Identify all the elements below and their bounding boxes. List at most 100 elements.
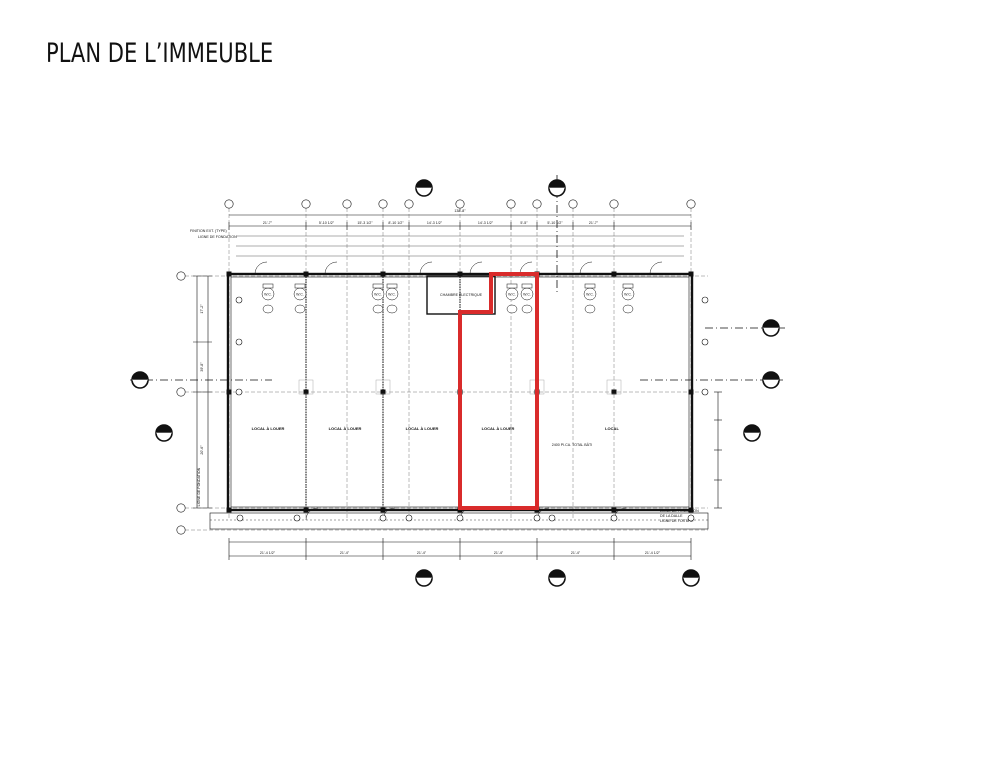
sink-fixture xyxy=(386,304,398,314)
grid-bubble-small xyxy=(293,514,301,522)
grid-bubble-small xyxy=(687,514,695,522)
toilet-label: W.C. xyxy=(388,293,396,297)
toilet-tank xyxy=(506,283,518,289)
bottom-dimension-label: 21'-4 1/2" xyxy=(645,551,661,555)
door-swing xyxy=(469,261,483,275)
bottom-dimension-label: 21'-4" xyxy=(494,551,504,555)
grid-bubble-small xyxy=(379,514,387,522)
grid-bubble-small xyxy=(701,388,709,396)
sink-fixture xyxy=(506,304,518,314)
toilet-label: W.C. xyxy=(374,293,382,297)
grid-bubble-left xyxy=(176,387,186,397)
door-swing xyxy=(649,261,663,275)
column xyxy=(611,507,617,513)
grid-bubble-small xyxy=(533,514,541,522)
grid-bubble-top xyxy=(568,199,578,209)
top-dimension-label: 5'-5" xyxy=(520,221,528,225)
door-swing xyxy=(254,261,268,275)
grid-bubble-left xyxy=(176,525,186,535)
area-note: 2400 PI.CA. TOTAL BÂTI xyxy=(552,443,592,447)
toilet-label: W.C. xyxy=(624,293,632,297)
grid-bubble-small xyxy=(610,514,618,522)
section-marker-fill xyxy=(416,570,432,578)
door-swing xyxy=(324,261,338,275)
sink-fixture xyxy=(521,304,533,314)
column xyxy=(688,271,694,277)
top-dimension-label: 5'-10 1/2" xyxy=(319,221,335,225)
column xyxy=(457,271,463,277)
grid-bubble-top xyxy=(301,199,311,209)
section-marker-fill xyxy=(132,372,148,380)
top-dimension-label: 14'-3 1/2" xyxy=(427,221,443,225)
bottom-right-note: LIGNE DE TOITURE xyxy=(660,519,694,523)
left-note-vertical: LIGNE DE FONDATION xyxy=(197,467,201,506)
toilet-tank xyxy=(521,283,533,289)
toilet-label: W.C. xyxy=(264,293,272,297)
section-marker-fill xyxy=(763,320,779,328)
column xyxy=(226,389,232,395)
column xyxy=(303,271,309,277)
toilet-label: W.C. xyxy=(296,293,304,297)
overall-dimension: 138'-8" xyxy=(454,209,466,213)
column xyxy=(226,507,232,513)
section-marker-fill xyxy=(744,425,760,433)
unit-label: LOCAL xyxy=(605,426,619,431)
sidewalk-band xyxy=(209,512,709,530)
grid-bubble-small xyxy=(235,388,243,396)
left-note: FINITION EXT. (TYPE) xyxy=(190,229,227,233)
toilet-label: W.C. xyxy=(523,293,531,297)
grid-bubble-top xyxy=(506,199,516,209)
top-dimension-label: 21'-7" xyxy=(589,221,599,225)
sink-fixture xyxy=(584,304,596,314)
toilet-label: W.C. xyxy=(508,293,516,297)
page-title: PLAN DE L’IMMEUBLE xyxy=(46,38,274,69)
top-dimension-label: 21'-7" xyxy=(263,221,273,225)
left-dimension-label: 17'-2" xyxy=(200,304,204,314)
column xyxy=(688,389,694,395)
bottom-dimension-label: 21'-4" xyxy=(571,551,581,555)
bottom-right-note: LIGNE DE FONDATION xyxy=(660,509,699,513)
sink-fixture xyxy=(622,304,634,314)
section-marker-fill xyxy=(156,425,172,433)
grid-bubble-top xyxy=(404,199,414,209)
grid-bubble-top xyxy=(342,199,352,209)
grid-bubble-small xyxy=(701,338,709,346)
toilet-tank xyxy=(584,283,596,289)
column xyxy=(303,389,309,395)
toilet-tank xyxy=(262,283,274,289)
unit-label: LOCAL À LOUER xyxy=(329,426,362,431)
sink-fixture xyxy=(372,304,384,314)
grid-bubble-small xyxy=(456,514,464,522)
toilet-tank xyxy=(294,283,306,289)
section-marker-fill xyxy=(549,570,565,578)
toilet-label: W.C. xyxy=(586,293,594,297)
bottom-dimension-label: 21'-4" xyxy=(417,551,427,555)
left-dimension-label: 39'-8" xyxy=(200,362,204,372)
grid-bubble-small xyxy=(701,296,709,304)
bottom-right-note: DE LA DALLE xyxy=(660,514,683,518)
left-note: LIGNE DE FONDATION xyxy=(198,235,237,239)
column xyxy=(688,507,694,513)
unit-label: LOCAL À LOUER xyxy=(482,426,515,431)
grid-bubble-small xyxy=(548,514,556,522)
section-marker-fill xyxy=(416,180,432,188)
column xyxy=(611,389,617,395)
highlighted-unit-outline xyxy=(458,272,539,510)
toilet-tank xyxy=(386,283,398,289)
column xyxy=(380,507,386,513)
top-dimension-label: 14'-3 1/2" xyxy=(478,221,494,225)
section-marker-fill xyxy=(763,372,779,380)
column-footing xyxy=(298,379,314,395)
grid-bubble-small xyxy=(236,514,244,522)
column-footing xyxy=(606,379,622,395)
section-marker-fill xyxy=(683,570,699,578)
top-dimension-label: 15'-3 1/2" xyxy=(357,221,373,225)
column xyxy=(380,389,386,395)
grid-bubble-small xyxy=(235,338,243,346)
grid-bubbles xyxy=(176,199,709,535)
toilet-tank xyxy=(622,283,634,289)
grid-bubble-small xyxy=(235,296,243,304)
grid-bubble-top xyxy=(532,199,542,209)
section-marker-fill xyxy=(549,180,565,188)
